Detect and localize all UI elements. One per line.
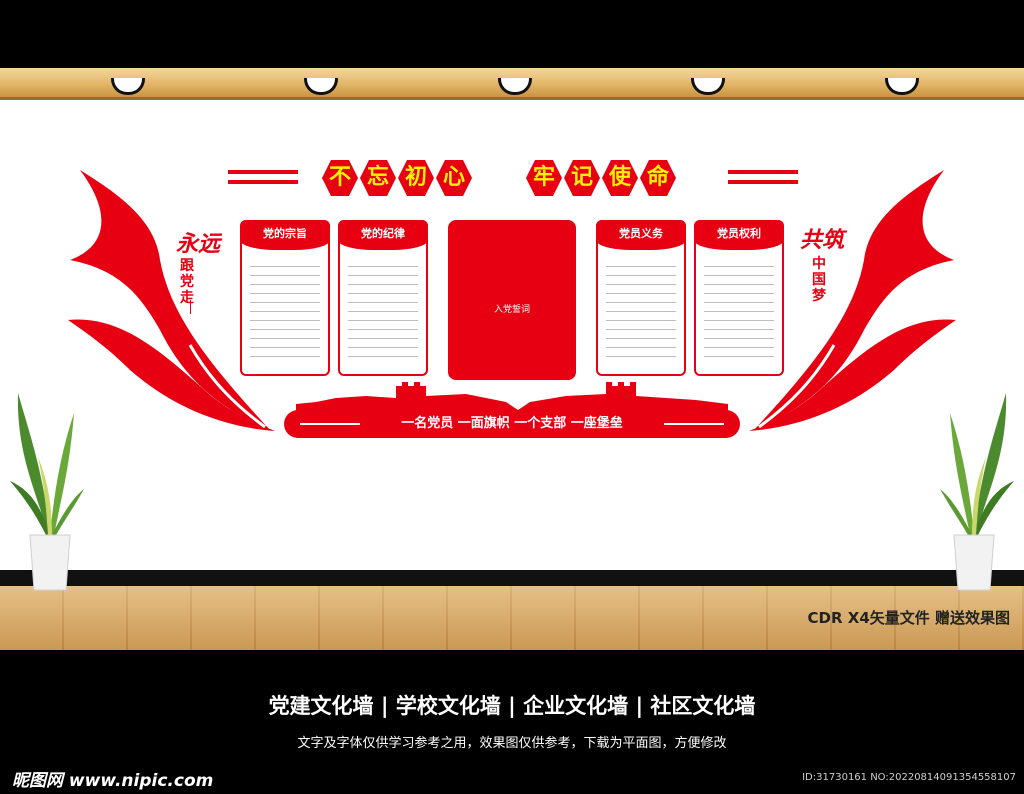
board-lines xyxy=(250,258,320,364)
title-stripe xyxy=(228,180,298,184)
title-char: 忘 xyxy=(360,160,396,196)
board-lines xyxy=(606,258,676,364)
title-char: 不 xyxy=(322,160,358,196)
board-lines xyxy=(348,258,418,364)
right-potted-plant-icon xyxy=(940,393,1014,591)
slogan-line xyxy=(664,423,724,425)
right-slogan-main: 共筑 xyxy=(800,228,845,253)
title-stripe xyxy=(728,170,798,174)
title-stripe xyxy=(228,170,298,174)
baseboard xyxy=(0,570,1024,586)
board-lines xyxy=(704,258,774,364)
board-party-purpose: 党的宗旨 xyxy=(240,220,330,376)
board-member-duties: 党员义务 xyxy=(596,220,686,376)
board-title: 党员权利 xyxy=(694,220,784,250)
title-char: 心 xyxy=(436,160,472,196)
slogan-banner: 一名党员 一面旗帜 一个支部 一座堡垒 xyxy=(284,410,740,438)
top-black-band xyxy=(0,0,1024,68)
floor-shading xyxy=(0,586,1024,650)
disclaimer: 文字及字体仅供学习参考之用，效果图仅供参考，下载为平面图，方便修改 xyxy=(297,736,727,751)
right-slogan-sub: 中国梦 xyxy=(812,256,826,304)
board-title: 党的宗旨 xyxy=(240,220,330,250)
title-char: 记 xyxy=(564,160,600,196)
left-red-wing xyxy=(68,170,275,431)
board-title: 党的纪律 xyxy=(338,220,428,250)
image-id: ID:31730161 NO:20220814091354558107 xyxy=(802,772,1016,783)
category-line: 党建文化墙 | 学校文化墙 | 企业文化墙 | 社区文化墙 xyxy=(268,694,756,718)
slogan-line xyxy=(300,423,360,425)
file-note: CDR X4矢量文件 赠送效果图 xyxy=(807,609,1010,627)
title-stripe xyxy=(728,180,798,184)
board-party-discipline: 党的纪律 xyxy=(338,220,428,376)
left-potted-plant-icon xyxy=(10,393,84,591)
wood-floor xyxy=(0,586,1024,650)
left-slogan-rule xyxy=(190,300,191,314)
watermark-logo: 昵图网 www.nipic.com xyxy=(12,771,214,791)
left-slogan-sub: 跟党走 xyxy=(180,258,194,306)
board-member-rights: 党员权利 xyxy=(694,220,784,376)
bottom-black-band xyxy=(0,650,1024,794)
title-char: 牢 xyxy=(526,160,562,196)
right-red-wing xyxy=(749,170,956,431)
title-char: 命 xyxy=(640,160,676,196)
oath-panel: 入党誓词 xyxy=(448,220,576,380)
beam-edge xyxy=(0,97,1024,100)
board-title: 党员义务 xyxy=(596,220,686,250)
great-wall-silhouette xyxy=(296,382,728,414)
left-slogan-main: 永远 xyxy=(176,232,221,257)
title-char: 使 xyxy=(602,160,638,196)
title-char: 初 xyxy=(398,160,434,196)
